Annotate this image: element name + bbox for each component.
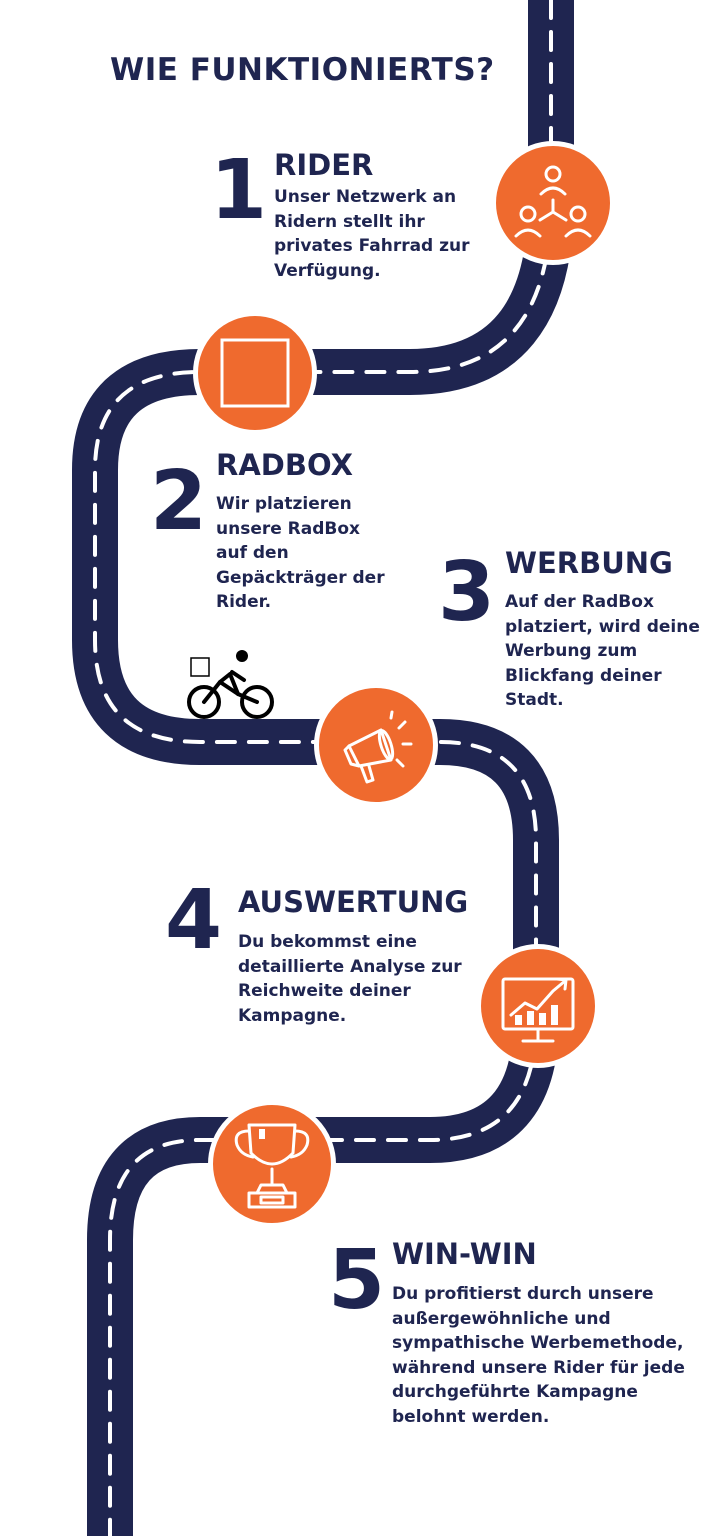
step-2-title: RADBOX <box>216 448 353 482</box>
step-3-number: 3 <box>438 545 496 640</box>
megaphone-icon <box>343 710 413 784</box>
step-5-description: Du profitierst durch unsere außergewöhnl… <box>392 1284 685 1427</box>
step-3-icon-circle <box>314 683 438 807</box>
box-icon <box>220 338 290 408</box>
people-network-icon <box>514 165 592 238</box>
step-4-icon-circle <box>476 944 600 1068</box>
step-5-icon-circle <box>208 1100 336 1228</box>
step-2-description: Wir platzieren unsere RadBox auf den Gep… <box>216 494 385 612</box>
step-3-description: Auf der RadBox platziert, wird deine Wer… <box>505 592 700 710</box>
step-2-icon-circle <box>193 311 317 435</box>
step-4-number: 4 <box>165 873 223 968</box>
step-1-number: 1 <box>210 143 268 238</box>
step-1-description: Unser Netzwerk an Ridern stellt ihr priv… <box>274 187 470 281</box>
step-4-title: AUSWERTUNG <box>238 885 469 919</box>
cyclist-with-box-icon <box>187 650 274 719</box>
page-title: WIE FUNKTIONIERTS? <box>110 52 495 88</box>
step-4-description: Du bekommst eine detaillierte Analyse zu… <box>238 932 462 1026</box>
step-3-title: WERBUNG <box>505 546 673 580</box>
step-2-number: 2 <box>150 454 208 549</box>
analytics-chart-icon <box>501 977 575 1043</box>
step-1-icon-circle <box>491 141 615 265</box>
step-1-title: RIDER <box>274 148 374 182</box>
trophy-icon <box>234 1123 310 1209</box>
step-5-title: WIN-WIN <box>392 1237 537 1271</box>
step-5-number: 5 <box>328 1233 386 1328</box>
